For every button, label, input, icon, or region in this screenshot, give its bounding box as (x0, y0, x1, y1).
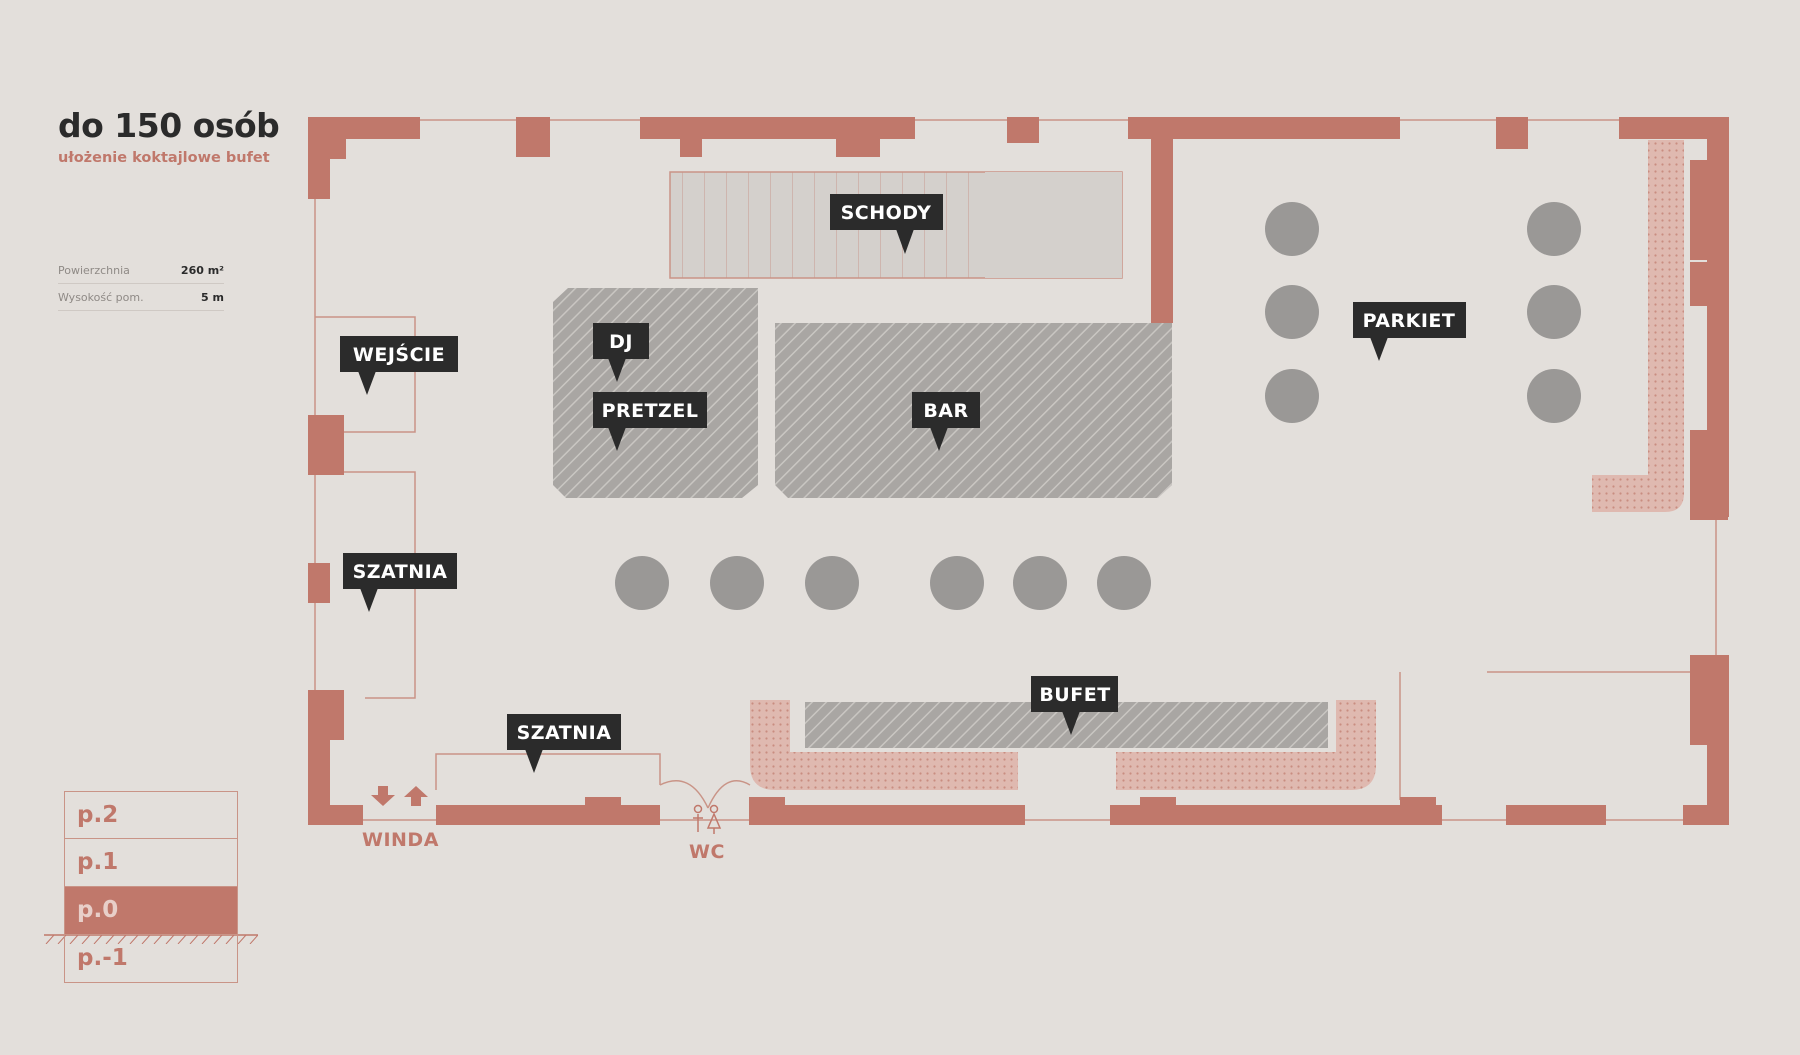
elevator-arrows-icon (371, 786, 428, 806)
tag-label: PRETZEL (602, 400, 699, 422)
tag-label: BUFET (1039, 684, 1110, 706)
table-marker (615, 556, 669, 610)
page-title: do 150 osób (58, 106, 280, 145)
page-subtitle: ułożenie koktajlowe bufet (58, 150, 270, 166)
tag-label: PARKIET (1363, 310, 1456, 332)
spec-label: Wysokość pom. (58, 290, 144, 304)
table-marker (1527, 369, 1581, 423)
lounge-seating (750, 140, 1684, 790)
spec-row-height: Wysokość pom. 5 m (58, 284, 224, 311)
table-marker (805, 556, 859, 610)
spec-value: 5 m (201, 290, 224, 304)
spec-value: 260 m² (180, 263, 224, 277)
thick-walls (308, 117, 1729, 825)
floor-p2[interactable]: p.2 (64, 791, 238, 839)
tag-schody: SCHODY (830, 194, 943, 254)
tag-label: SZATNIA (353, 561, 448, 583)
tag-label: BAR (923, 400, 968, 422)
cocktail-tables (615, 202, 1581, 610)
table-marker (1265, 369, 1319, 423)
table-marker (1527, 202, 1581, 256)
tag-dj: DJ (593, 323, 649, 382)
wc-icon (693, 804, 722, 834)
tag-label: SCHODY (841, 202, 932, 224)
ground-line-hatch (44, 934, 258, 944)
winda-label: WINDA (362, 829, 439, 851)
table-marker (1527, 285, 1581, 339)
floor-selector: p.2 p.1 p.0 p.-1 (64, 791, 238, 983)
table-marker (1265, 202, 1319, 256)
tag-label: WEJŚCIE (353, 342, 445, 366)
table-marker (710, 556, 764, 610)
tag-bar: BAR (912, 392, 980, 451)
tag-wejscie: WEJŚCIE (340, 336, 458, 395)
tag-szatnia-2: SZATNIA (507, 714, 621, 773)
hatched-zones (553, 288, 1328, 748)
tag-label: SZATNIA (517, 722, 612, 744)
floor-p-1[interactable]: p.-1 (64, 935, 238, 983)
table-marker (930, 556, 984, 610)
spec-label: Powierzchnia (58, 263, 130, 277)
spec-row-area: Powierzchnia 260 m² (58, 257, 224, 284)
table-marker (1265, 285, 1319, 339)
tag-parkiet: PARKIET (1353, 302, 1466, 361)
wc-label: WC (689, 841, 725, 863)
tag-label: DJ (609, 331, 633, 353)
tag-szatnia-1: SZATNIA (343, 553, 457, 612)
floor-p1[interactable]: p.1 (64, 839, 238, 887)
tag-bufet: BUFET (1031, 676, 1118, 735)
specs-table: Powierzchnia 260 m² Wysokość pom. 5 m (58, 257, 224, 311)
tag-pretzel: PRETZEL (593, 392, 707, 451)
table-marker (1097, 556, 1151, 610)
table-marker (1013, 556, 1067, 610)
floor-p0[interactable]: p.0 (64, 887, 238, 935)
